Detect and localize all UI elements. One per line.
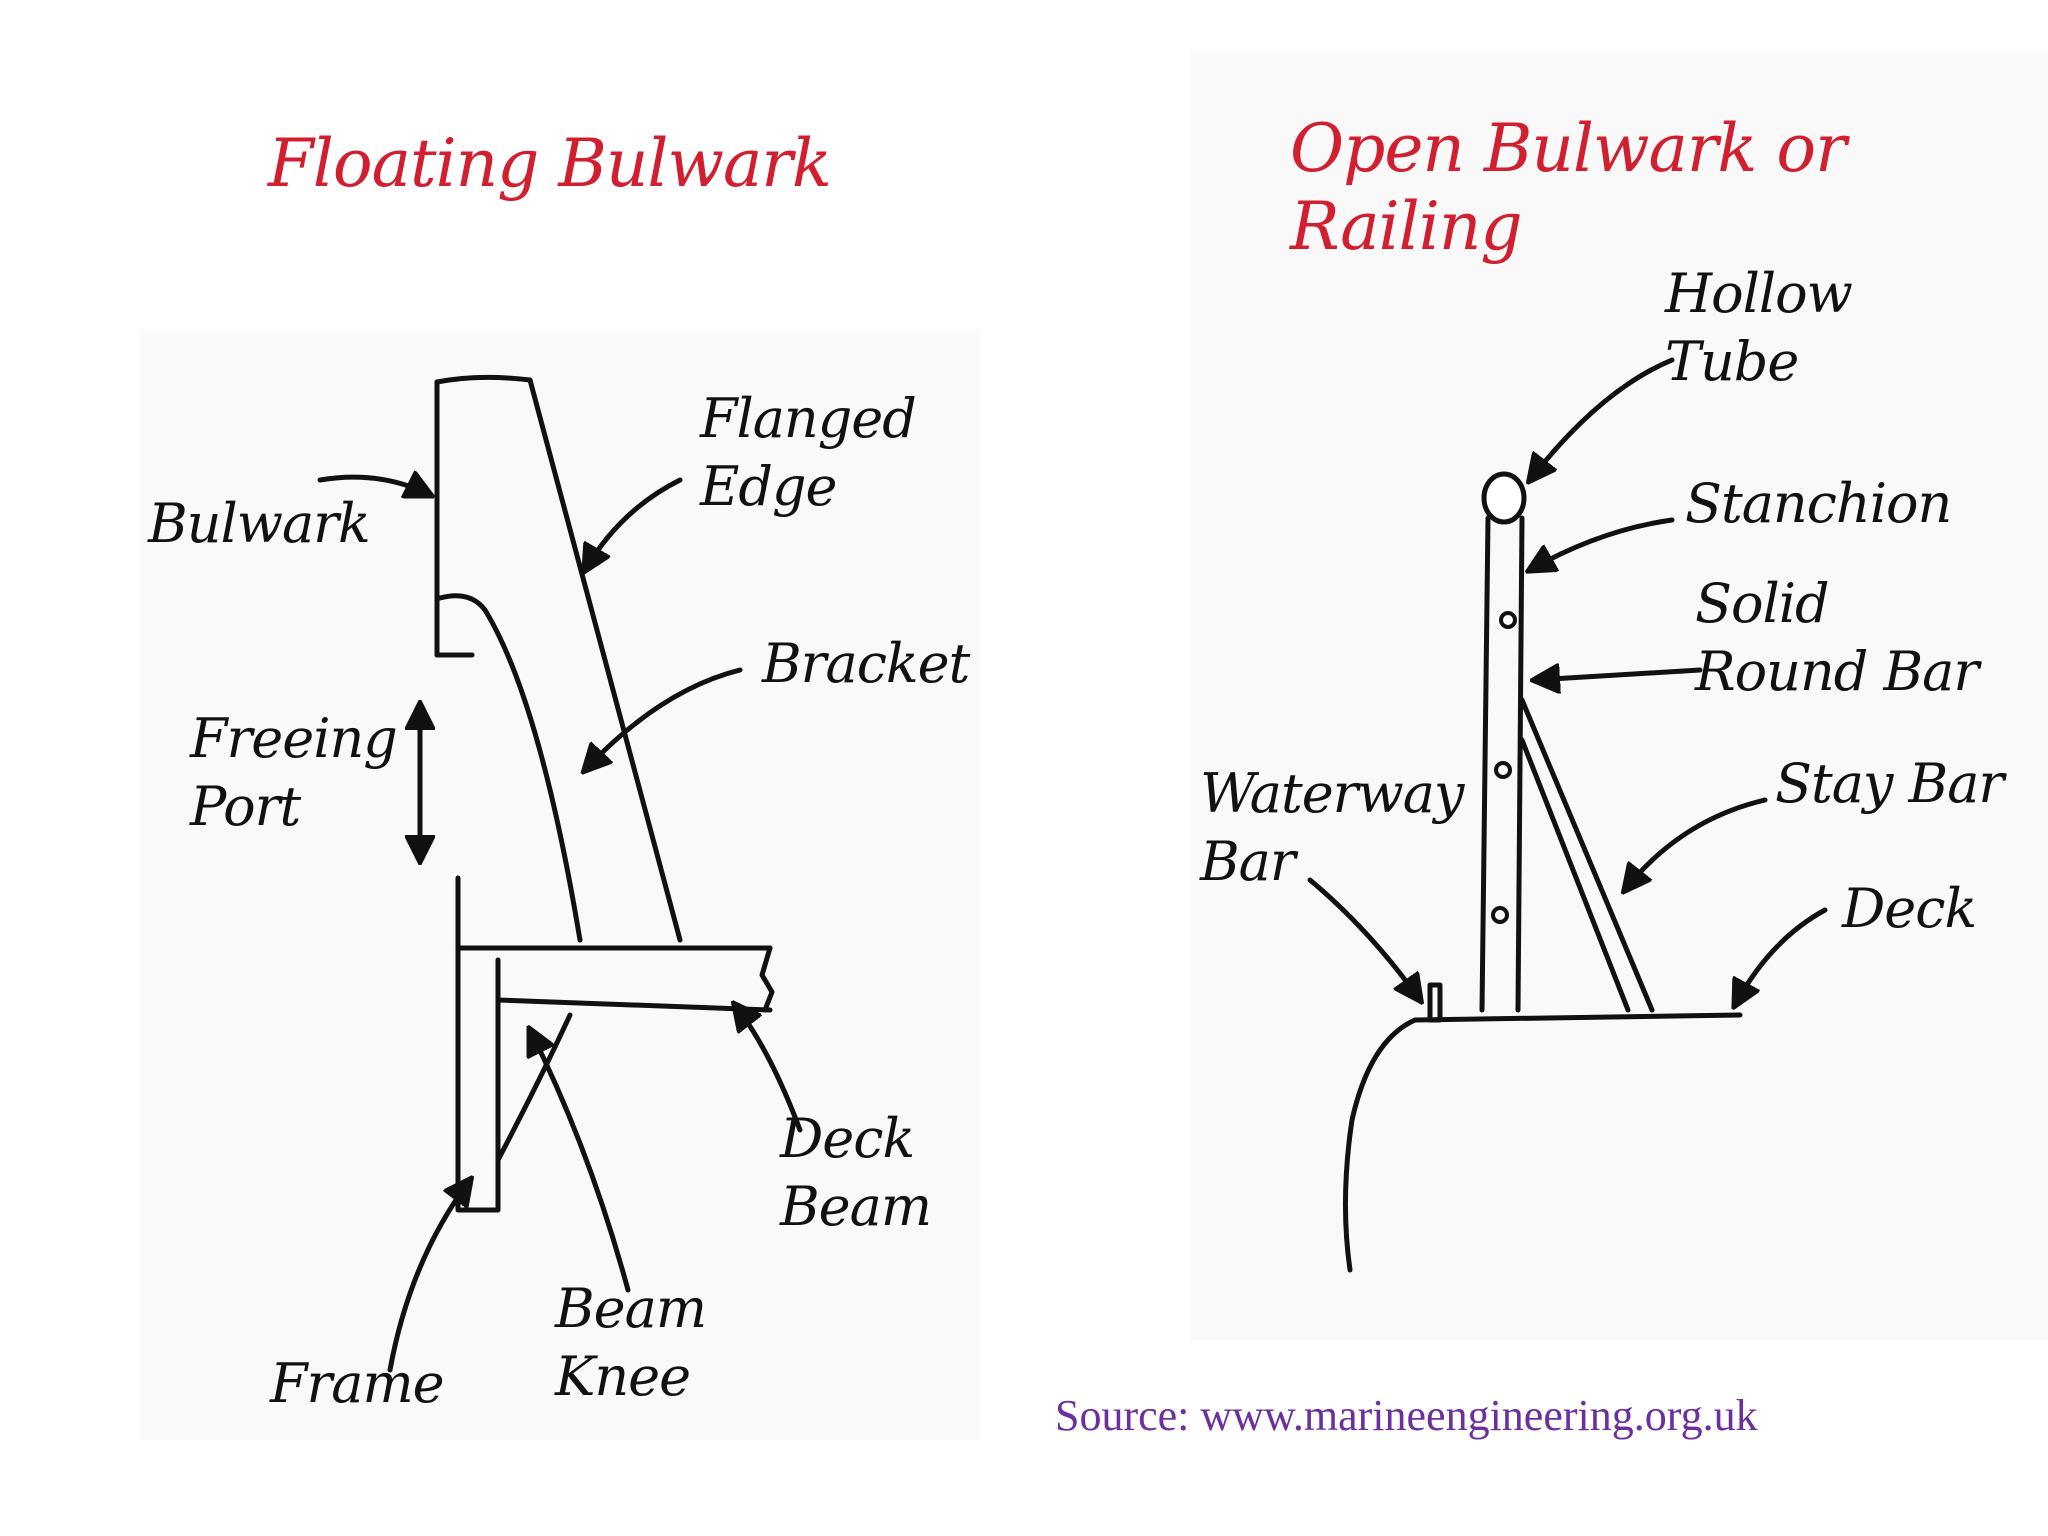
label-stanchion: Stanchion — [1685, 472, 1952, 535]
label-bulwark: Bulwark — [148, 492, 371, 555]
railing-structure — [1342, 471, 1743, 1273]
label-freeing-port: Freeing Port — [190, 707, 398, 838]
label-solid-round-bar: Solid Round Bar — [1695, 572, 1979, 703]
label-deck: Deck — [1842, 877, 1977, 940]
label-hollow-tube: Hollow Tube — [1665, 262, 1853, 393]
right-diagram-panel — [1190, 50, 2048, 1340]
left-diagram-panel — [140, 330, 980, 1440]
floating-bulwark-arrows — [317, 477, 803, 1373]
label-waterway-bar: Waterway Bar — [1200, 762, 1464, 893]
floating-bulwark-title: Floating Bulwark — [268, 125, 832, 202]
label-frame: Frame — [270, 1352, 445, 1415]
label-beam-knee: Beam Knee — [555, 1277, 707, 1408]
railing-arrows — [1307, 357, 1828, 1005]
open-bulwark-title: Open Bulwark or Railing — [1290, 110, 1847, 265]
label-bracket: Bracket — [762, 632, 970, 695]
source-credit: Source: www.marineengineering.org.uk — [1055, 1391, 1758, 1440]
label-flanged-edge: Flanged Edge — [700, 387, 917, 518]
label-stay-bar: Stay Bar — [1775, 752, 2004, 815]
label-deck-beam: Deck Beam — [780, 1107, 932, 1238]
floating-bulwark-structure — [434, 374, 775, 1213]
